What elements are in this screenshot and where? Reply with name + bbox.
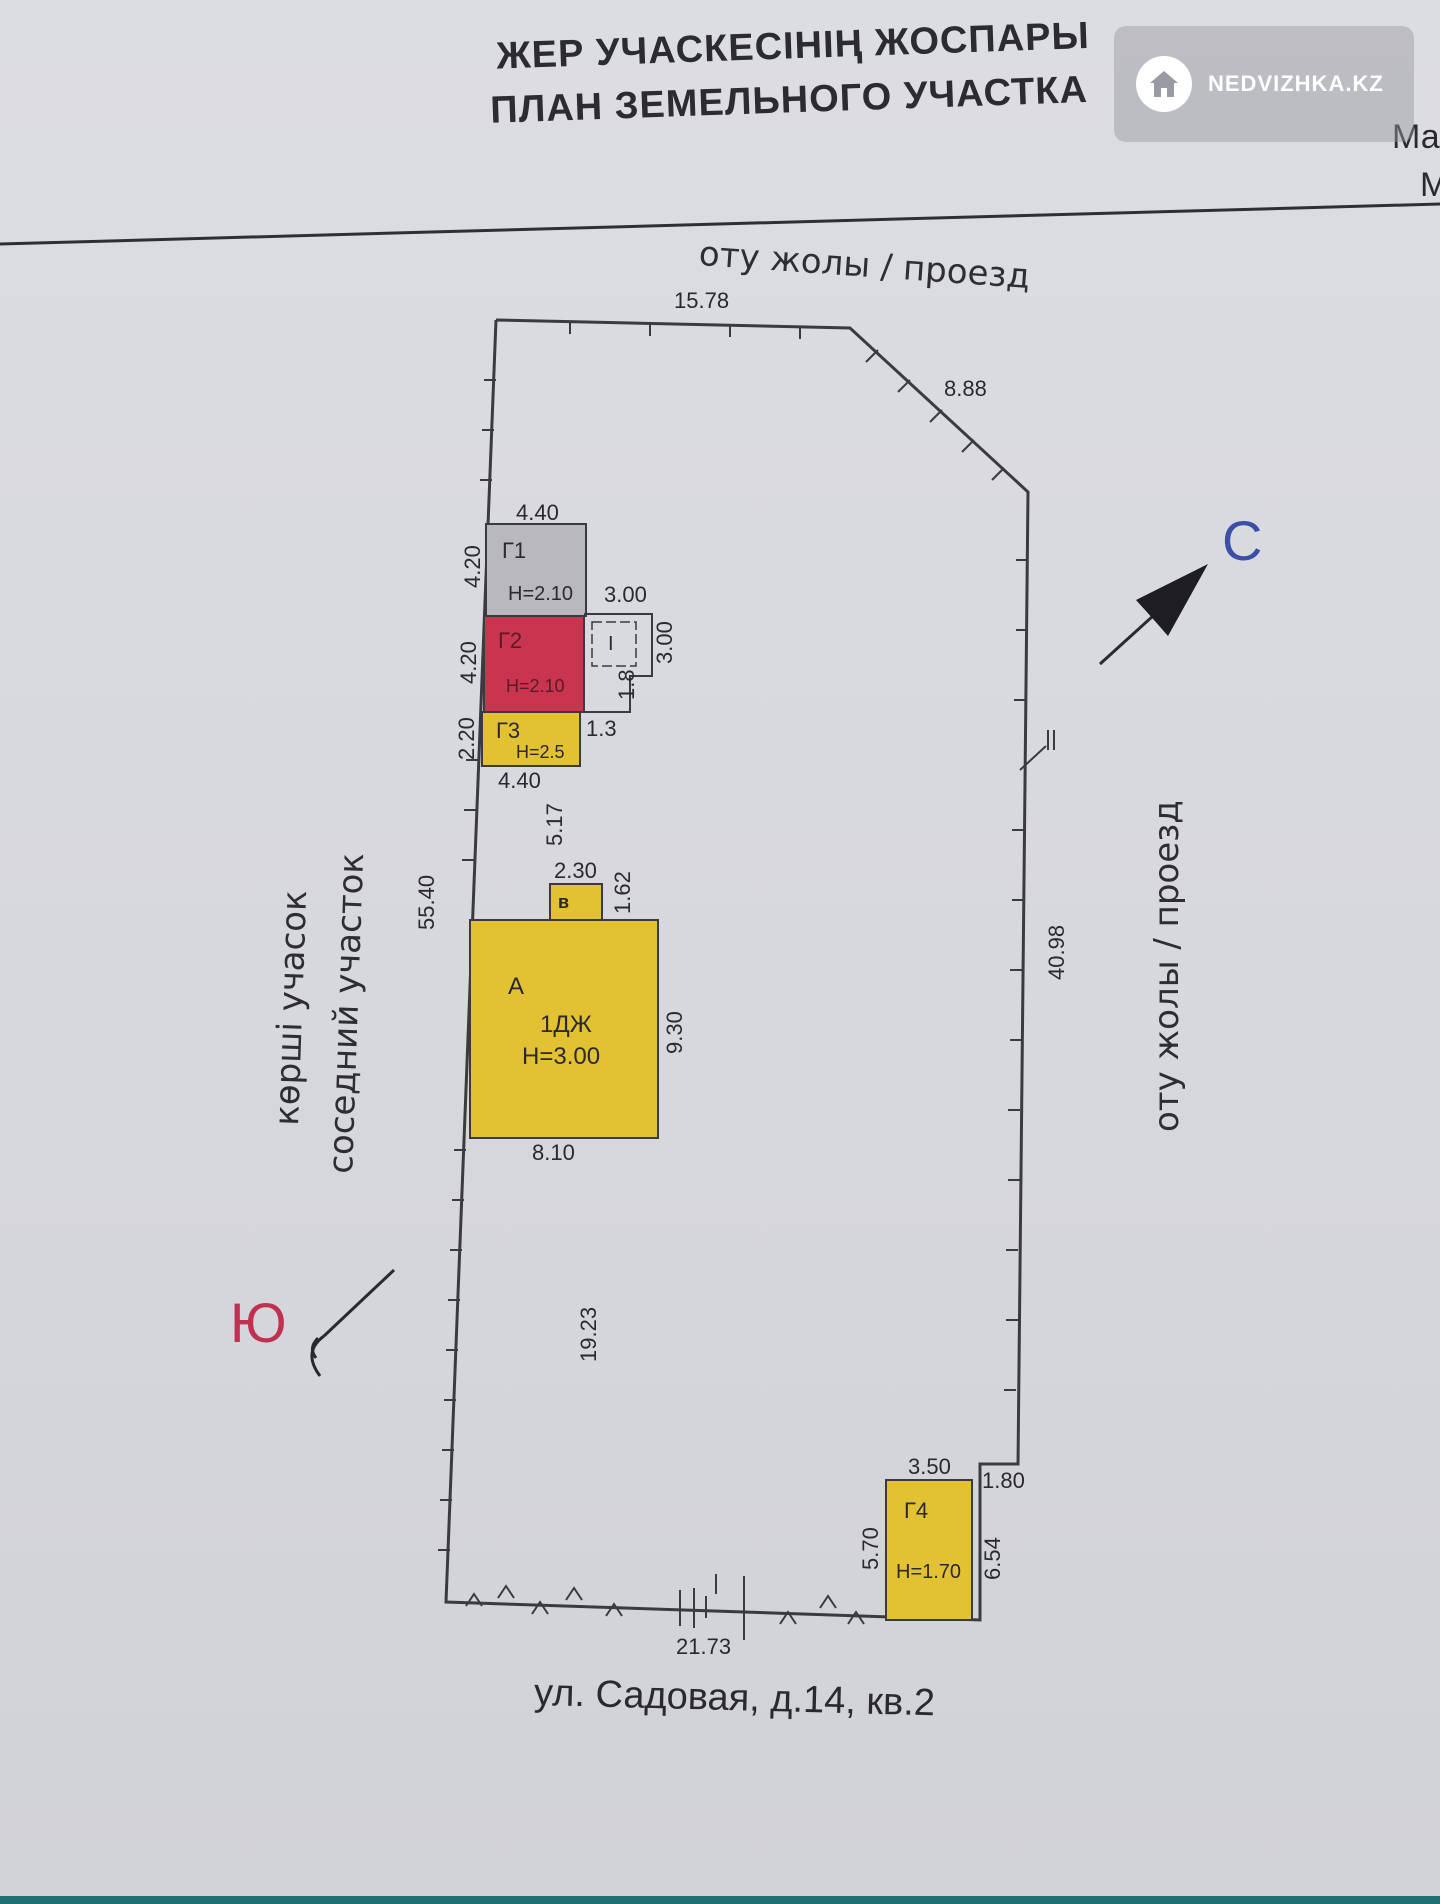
house-icon [1136,56,1192,112]
dim-g4-width: 3.50 [908,1454,951,1479]
left-neighbor-label-ru: соседний участок [321,852,372,1174]
bottom-bar [0,1896,1440,1904]
plot-boundary [444,318,1030,1622]
dim-annex-width: 3.00 [604,582,647,607]
watermark-text: NEDVIZHKA.KZ [1208,71,1384,96]
house-height: H=3.00 [522,1043,600,1070]
annex-outline [584,613,653,713]
dim-bottom-right-step: 1.80 [982,1468,1025,1493]
dim-bottom: 21.73 [676,1634,731,1659]
dim-g1-width: 4.40 [516,500,559,525]
building-g2-height: H=2.10 [506,676,565,696]
house [469,919,659,1139]
house-type: 1ДЖ [540,1011,592,1038]
dim-annex-height: 3.00 [652,621,677,664]
building-g2-name: Г2 [498,628,522,653]
building-g3 [481,711,581,767]
dim-g3-width: 4.40 [498,768,541,793]
right-road-label: оту жолы / проезд [1147,800,1187,1132]
house-name: А [508,973,524,1000]
corner-text-1: Ма [1392,118,1440,156]
dim-house-width: 8.10 [532,1140,575,1165]
porch [549,883,603,921]
dim-right: 40.98 [1044,925,1069,980]
building-g3-height: H=2.5 [516,742,565,762]
dim-house-height: 9.30 [662,1011,687,1054]
dim-g3-height: 2.20 [454,717,479,760]
south-label: Ю [230,1291,287,1354]
street-address: ул. Садовая, д.14, кв.2 [534,1672,936,1724]
building-g1 [485,523,587,617]
title-kz: ЖЕР УЧАСКЕСІНІҢ ЖОСПАРЫ [495,15,1091,78]
dim-porch-width: 2.30 [554,858,597,883]
top-road-label: оту жолы / проезд [698,234,1032,297]
header-separator [0,202,1440,246]
watermark: NEDVIZHKA.KZ [1114,26,1414,142]
building-g4 [885,1479,973,1621]
building-g1-height: H=2.10 [508,583,573,605]
dim-top: 15.78 [674,288,729,313]
dim-gap-to-house: 5.17 [542,803,567,846]
building-g3-name: Г3 [496,718,520,743]
porch-name: в [558,892,569,912]
dim-annex-offset: 1.3 [586,716,617,741]
annex-inner [591,621,637,667]
boundary-ticks [438,322,1055,1640]
north-arrow-icon [1098,564,1208,666]
south-marker-icon [310,1268,396,1377]
dim-g4-height-left: 5.70 [858,1527,883,1570]
corner-text-2: М [1420,166,1440,204]
dim-g1-height: 4.20 [460,545,485,588]
dim-diagonal: 8.88 [944,376,987,401]
dim-left: 55.40 [414,875,439,930]
dim-g4-height-right: 6.54 [980,1537,1005,1580]
building-g2 [483,615,585,713]
dim-annex-stem: 1.8 [614,669,639,700]
left-neighbor-label-kz: көрші учасок [267,890,315,1127]
dim-g2-height: 4.20 [456,641,481,684]
dim-house-to-bottom: 19.23 [576,1307,601,1362]
north-label: С [1222,509,1262,572]
building-g1-name: Г1 [502,538,526,563]
title-ru: ПЛАН ЗЕМЕЛЬНОГО УЧАСТКА [490,69,1089,132]
building-g4-name: Г4 [904,1498,928,1523]
annex-name: I [608,633,614,655]
dim-porch-height: 1.62 [610,871,635,914]
building-g4-height: H=1.70 [896,1561,961,1583]
